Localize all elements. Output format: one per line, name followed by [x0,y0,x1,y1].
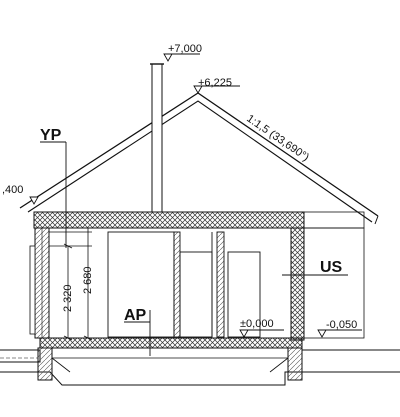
ceiling-slab [33,211,305,229]
label-ap: AP [124,307,147,324]
dimension-lines [63,227,93,341]
elevation-ground: -0,050 [326,319,357,331]
label-yp: YP [40,127,62,144]
elevation-eave: ,400 [2,184,23,196]
left-wall [29,227,50,339]
window [49,231,92,247]
label-leaders [40,141,348,356]
elevation-ridge: +6,225 [198,77,232,89]
dimension-ceiling-height: 2 680 [82,266,94,294]
chimney [151,63,163,213]
label-us: US [320,259,343,276]
elevation-chimney-top: +7,000 [168,43,202,55]
right-wall [290,227,305,341]
elevation-markers [29,53,362,338]
interior-walls [107,231,261,338]
dimension-window-height: 2 320 [62,284,74,312]
elevation-floor: ±0,000 [240,318,274,330]
roof [19,92,379,225]
floor-slab [37,337,303,381]
ground-line [0,349,400,386]
